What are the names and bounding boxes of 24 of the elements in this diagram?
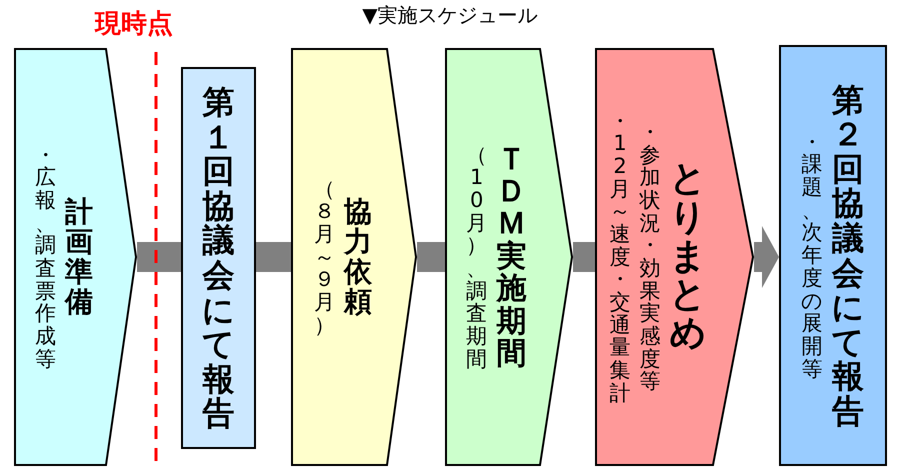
step-note: （８月～９月） xyxy=(313,178,336,336)
step-note: （10月）、調査期間 xyxy=(466,144,488,370)
step-heading: 第２回協議会にて報告 xyxy=(831,82,865,428)
step-heading: とりまとめ xyxy=(669,160,707,354)
connector-bar xyxy=(256,242,291,272)
step-note: ・参加状況・効果実感度等 xyxy=(639,120,662,394)
step-pentagon xyxy=(14,48,137,466)
connector-bar xyxy=(573,242,595,272)
current-point-label: 現時点 xyxy=(95,8,173,41)
step-heading: 第１回協議会にて報告 xyxy=(202,85,236,431)
step-pentagon xyxy=(291,48,417,466)
step-note: ・広報、調査票作成等 xyxy=(34,144,56,370)
step-heading: 協力依頼 xyxy=(343,196,373,318)
connector-bar xyxy=(137,242,181,272)
connector-bar xyxy=(417,242,445,272)
step-pentagon xyxy=(595,48,754,466)
step-heading: 計画準備 xyxy=(64,196,94,318)
milestone-box xyxy=(779,45,887,466)
step-heading: ＴＤＭ実施期間 xyxy=(496,144,528,370)
milestone-box xyxy=(181,67,256,449)
step-pentagon xyxy=(445,48,573,466)
step-note: ・12月～速度・交通量集計 xyxy=(609,110,632,404)
step-note: ・課題、次年度の展開等 xyxy=(801,130,824,380)
title: ▼実施スケジュール xyxy=(361,2,539,29)
